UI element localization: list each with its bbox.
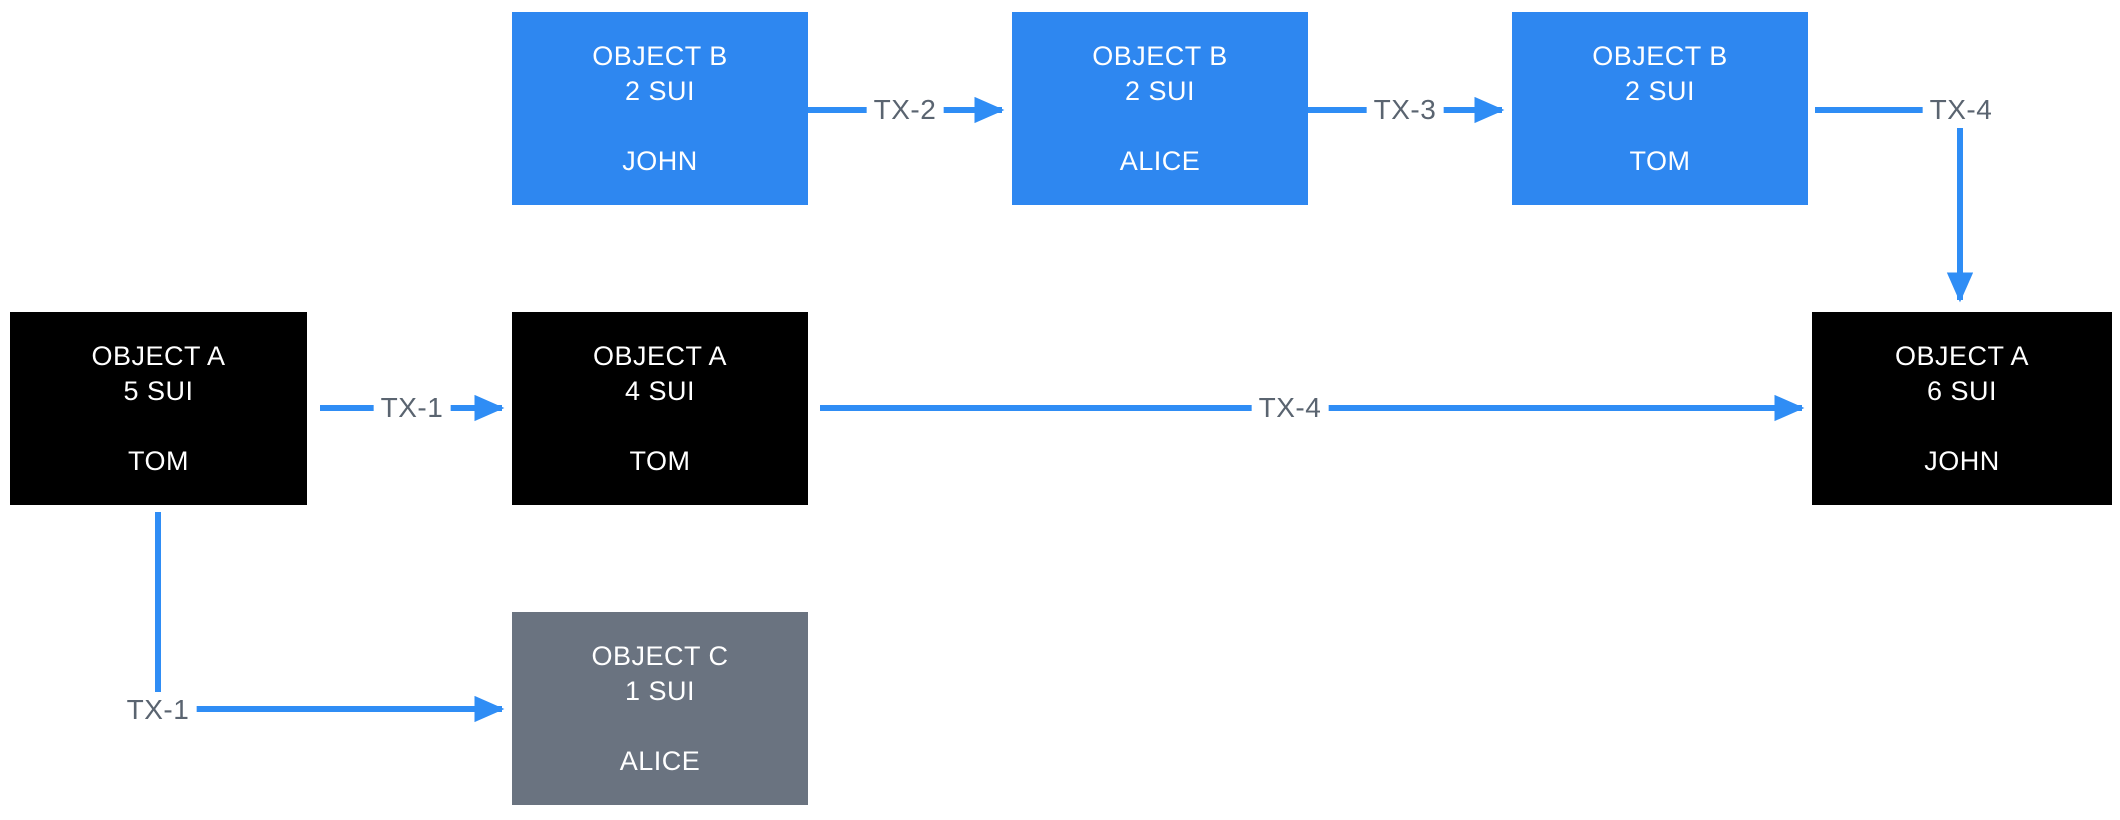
node-owner: ALICE [619, 745, 701, 776]
node-title: OBJECT B [1092, 40, 1228, 71]
node-owner: TOM [128, 445, 189, 476]
node-title: OBJECT A [592, 340, 728, 371]
node-amount: 6 SUI [1926, 375, 1998, 406]
edge-label-tx-1: TX-1 [373, 390, 451, 426]
node-object-a-john-6: OBJECT A 6 SUI JOHN [1812, 312, 2112, 505]
node-title: OBJECT A [1894, 340, 2030, 371]
edge-label-tx-2: TX-2 [866, 92, 944, 128]
node-amount: 2 SUI [624, 75, 696, 106]
edge-tx-1-elbow-line [155, 512, 505, 723]
node-title: OBJECT B [592, 40, 728, 71]
node-object-b-alice: OBJECT B 2 SUI ALICE [1012, 12, 1308, 205]
node-object-c-alice: OBJECT C 1 SUI ALICE [512, 612, 808, 805]
node-object-a-tom-5: OBJECT A 5 SUI TOM [10, 312, 307, 505]
node-object-b-john: OBJECT B 2 SUI JOHN [512, 12, 808, 205]
edge-tx-4-elbow-line [1815, 107, 1974, 303]
node-owner: JOHN [1924, 445, 2000, 476]
node-object-a-tom-4: OBJECT A 4 SUI TOM [512, 312, 808, 505]
node-title: OBJECT B [1592, 40, 1728, 71]
node-owner: TOM [629, 445, 691, 476]
node-amount: 5 SUI [123, 375, 194, 406]
edge-label-tx-3: TX-3 [1366, 92, 1444, 128]
node-amount: 2 SUI [1624, 75, 1696, 106]
edge-label-tx-4-long: TX-4 [1251, 390, 1329, 426]
node-title: OBJECT A [91, 340, 226, 371]
node-amount: 2 SUI [1124, 75, 1196, 106]
edge-label-tx-4-elbow: TX-4 [1922, 92, 2000, 128]
node-amount: 1 SUI [624, 675, 696, 706]
node-owner: JOHN [622, 145, 698, 176]
node-amount: 4 SUI [624, 375, 696, 406]
node-owner: ALICE [1119, 145, 1201, 176]
node-object-b-tom: OBJECT B 2 SUI TOM [1512, 12, 1808, 205]
node-owner: TOM [1629, 145, 1691, 176]
edge-label-tx-1-elbow: TX-1 [119, 692, 197, 728]
node-title: OBJECT C [591, 640, 729, 671]
